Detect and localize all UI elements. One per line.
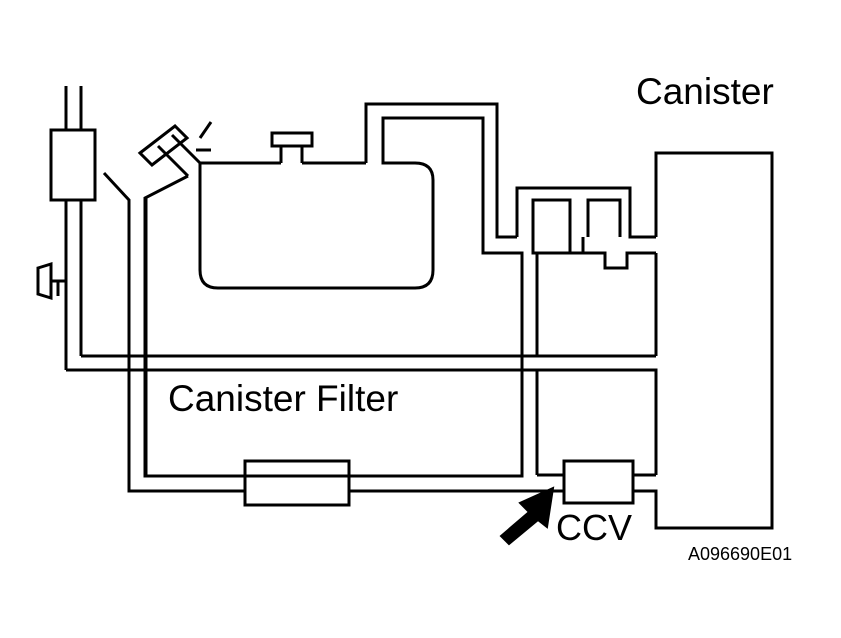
inline-component-upper (51, 130, 95, 200)
canister (633, 153, 772, 528)
ccv-arrow (501, 488, 553, 544)
lower-left-line (104, 173, 245, 491)
figure-code: A096690E01 (688, 544, 793, 564)
canister-label: Canister (636, 71, 774, 112)
canister-filter-component (245, 461, 349, 505)
fuel-tank (145, 104, 522, 476)
side-valve (38, 264, 66, 298)
canister-filter-label: Canister Filter (168, 378, 399, 419)
valve-block (483, 188, 656, 476)
ccv-label: CCV (556, 507, 633, 548)
upper-horizontal-line (66, 356, 656, 475)
left-vertical-lines (66, 86, 81, 370)
ccv-component (564, 461, 633, 503)
filler-neck (140, 122, 211, 176)
